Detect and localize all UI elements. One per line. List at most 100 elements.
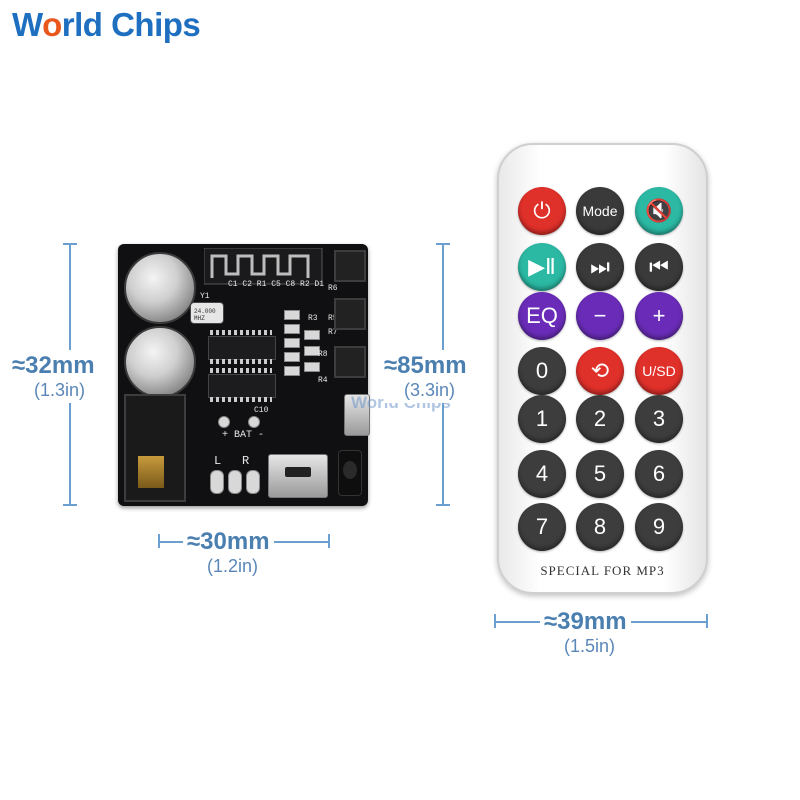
- remote-button-label: 8: [593, 514, 607, 539]
- audio-jack: [124, 394, 186, 502]
- board-height-label: ≈32mm (1.3in): [12, 350, 95, 403]
- ir-lens: [343, 461, 357, 479]
- remote-button-eq[interactable]: EQ: [518, 292, 566, 340]
- remote-button-0[interactable]: 0: [518, 347, 566, 395]
- speaker-pad-1: [210, 470, 224, 494]
- ic-2: [208, 374, 276, 398]
- smd-8: [304, 362, 320, 372]
- silk-r4: R4: [318, 376, 328, 385]
- ic-1: [208, 336, 276, 360]
- usb-opening: [285, 467, 311, 477]
- silk-r5: R5: [328, 314, 338, 323]
- remote-button-6[interactable]: 6: [635, 450, 683, 498]
- remote-button-label: 7: [535, 514, 549, 539]
- remote-button-label: ▶Ⅱ: [528, 254, 556, 279]
- remote-button-label: ⏮: [649, 254, 669, 279]
- remote-button-8[interactable]: 8: [576, 503, 624, 551]
- board-width-in: (1.2in): [207, 556, 259, 576]
- board-width-label: ≈30mm (1.2in): [183, 528, 274, 577]
- silk-bat: + BAT -: [222, 430, 265, 441]
- remote-button-label: 5: [593, 461, 607, 486]
- remote-button-play-pause[interactable]: ▶Ⅱ: [518, 243, 566, 291]
- remote-button-label: 1: [535, 406, 549, 431]
- capacitor-1: [124, 252, 196, 324]
- board-width-mm: ≈30mm: [187, 528, 270, 555]
- logo-o: o: [42, 6, 62, 43]
- silk-l: L: [214, 454, 222, 468]
- remote-button-label: ⏭: [590, 254, 610, 279]
- micro-usb-port: [268, 454, 328, 498]
- remote-button-label: +: [652, 303, 666, 328]
- ic1-pins-top: [210, 330, 272, 335]
- silk-r: R: [242, 454, 250, 468]
- tact-button-1: [334, 250, 366, 282]
- silk-r7: R7: [328, 328, 338, 337]
- remote-button-vol-down[interactable]: −: [576, 292, 624, 340]
- remote-button-next[interactable]: ⏭: [576, 243, 624, 291]
- board-height-in: (1.3in): [34, 380, 86, 400]
- remote-button-1[interactable]: 1: [518, 395, 566, 443]
- ic2-pins-top: [210, 368, 272, 373]
- silk-r3: R3: [308, 314, 318, 323]
- remote-button-label: 4: [535, 461, 549, 486]
- remote-width-label: ≈39mm (1.5in): [540, 608, 631, 657]
- remote-button-9[interactable]: 9: [635, 503, 683, 551]
- remote-button-label: −: [593, 303, 607, 328]
- remote-tick-bottom: [436, 504, 450, 506]
- remote-height-label: ≈85mm (3.3in): [384, 350, 467, 403]
- smd-3: [284, 338, 300, 348]
- remote-button-label: 0: [535, 358, 549, 383]
- silk-c10: C10: [254, 406, 269, 415]
- antenna-trace: [204, 248, 323, 285]
- ir-remote: ⏻ Mode 🔇 ▶Ⅱ ⏭ ⏮ EQ − +0 ⟲ U/SD 1 2 3 4 5 6 7 8 9 SPECIAL FO…: [497, 143, 708, 594]
- silk-r8: R8: [318, 350, 328, 359]
- remote-button-repeat[interactable]: ⟲: [576, 347, 624, 395]
- smd-5: [284, 366, 300, 376]
- silk-y1: Y1: [200, 292, 210, 301]
- ic2-pins-bottom: [210, 397, 272, 402]
- remote-button-label: 3: [652, 406, 666, 431]
- smd-6: [304, 330, 320, 340]
- remote-button-2[interactable]: 2: [576, 395, 624, 443]
- tact-button-3: [334, 346, 366, 378]
- remote-button-vol-up[interactable]: +: [635, 292, 683, 340]
- bat-pad-plus: [218, 416, 230, 428]
- dim-tick-bottom: [63, 504, 77, 506]
- remote-button-power[interactable]: ⏻: [518, 187, 566, 235]
- remote-button-prev[interactable]: ⏮: [635, 243, 683, 291]
- remote-label: SPECIAL FOR MP3: [540, 563, 665, 578]
- capacitor-2: [124, 326, 196, 398]
- bluetooth-audio-board: C1 C2 R1 C5 C8 R2 D1 Y1 24.000 MHZ R6 R5…: [118, 244, 370, 506]
- smd-4: [284, 352, 300, 362]
- remote-button-label: U/SD: [642, 363, 676, 379]
- speaker-pad-2: [228, 470, 242, 494]
- remote-height-mm: ≈85mm: [384, 352, 467, 379]
- remote-width-tick-right: [706, 614, 708, 628]
- logo-chips: Chips: [111, 6, 201, 43]
- board-height-mm: ≈32mm: [12, 352, 95, 379]
- smd-2: [284, 324, 300, 334]
- remote-button-5[interactable]: 5: [576, 450, 624, 498]
- remote-button-mode[interactable]: Mode: [576, 187, 624, 235]
- remote-button-label: 9: [652, 514, 666, 539]
- remote-width-mm: ≈39mm: [544, 608, 627, 635]
- crystal-label: 24.000 MHZ: [194, 308, 216, 322]
- remote-button-3[interactable]: 3: [635, 395, 683, 443]
- remote-button-label: ⟲: [590, 358, 610, 383]
- remote-button-7[interactable]: 7: [518, 503, 566, 551]
- ir-receiver: [338, 450, 362, 496]
- crystal: 24.000 MHZ: [190, 302, 224, 324]
- ic1-pins-bottom: [210, 359, 272, 364]
- remote-button-4[interactable]: 4: [518, 450, 566, 498]
- remote-button-mute[interactable]: 🔇: [635, 187, 683, 235]
- remote-button-label: Mode: [582, 203, 618, 219]
- smd-1: [284, 310, 300, 320]
- power-switch: [344, 394, 370, 436]
- logo-rld: rld: [61, 6, 112, 43]
- remote-button-label: ⏻: [533, 198, 551, 223]
- speaker-pad-3: [246, 470, 260, 494]
- width-tick-right: [328, 534, 330, 548]
- remote-button-usd[interactable]: U/SD: [635, 347, 683, 395]
- remote-width-in: (1.5in): [564, 636, 616, 656]
- silk-top: C1 C2 R1 C5 C8 R2 D1: [228, 280, 325, 289]
